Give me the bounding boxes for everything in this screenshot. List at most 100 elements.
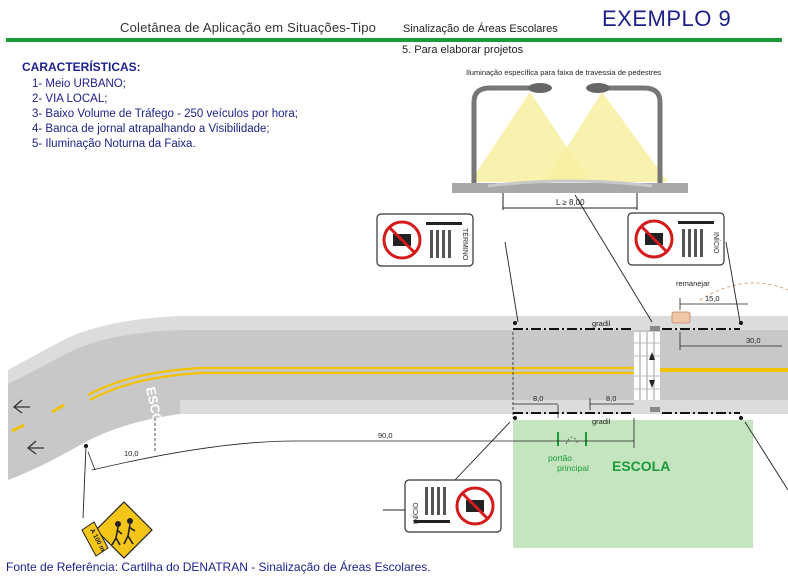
crosswalk — [634, 326, 660, 412]
road-shoulder-top — [8, 316, 788, 384]
sign-text-block — [431, 487, 434, 515]
dimension-label-30: 30,0 — [746, 336, 761, 345]
dimension-label-8b: 8,0 — [606, 394, 616, 403]
prohibition-slash-icon — [460, 491, 490, 521]
sign-start-text: INÍCIO — [712, 232, 721, 254]
lighting-caption: Iluminação específica para faixa de trav… — [466, 68, 661, 77]
sign-start-text-bottom: INÍCIO — [411, 502, 420, 524]
characteristic-item: 1- Meio URBANO; — [32, 78, 126, 90]
document-title: Coletânea de Aplicação em Situações-Tipo — [120, 20, 377, 35]
road-surface — [8, 316, 788, 480]
sign-text-block — [426, 222, 462, 225]
crosswalk-light-base — [650, 407, 660, 412]
dimension-label-90: 90,0 — [378, 431, 393, 440]
leader-lines — [82, 194, 788, 519]
characteristic-item: 3- Baixo Volume de Tráfego - 250 veículo… — [32, 108, 298, 120]
gate-post — [557, 432, 587, 446]
lamp-left — [528, 83, 552, 93]
sign-text-block — [448, 230, 451, 258]
dimensions — [87, 282, 788, 471]
railing-label-top: gradil — [592, 319, 611, 328]
pedestrian-figure-icon — [111, 526, 123, 546]
characteristic-item: 5- Iluminação Noturna da Faixa. — [32, 138, 196, 150]
sign-post-marker — [513, 321, 517, 325]
gate-label-line2: principal — [557, 463, 589, 473]
prohibition-slash-icon — [639, 224, 669, 254]
dimension-line-90 — [91, 440, 634, 471]
sign-text-block — [430, 230, 433, 258]
gate-label-line1: portão — [548, 453, 572, 463]
lighting-detail: Iluminação específica para faixa de trav… — [452, 68, 688, 210]
newsstand-icon — [671, 311, 691, 324]
school-warning-sign: A 100 m — [81, 501, 153, 559]
sign-text-block — [700, 229, 703, 257]
leader-line — [82, 445, 87, 519]
gate-swing-icon — [565, 436, 579, 445]
lamp-right — [586, 83, 610, 93]
sign-post-marker — [739, 416, 743, 420]
lighting-distance-label: L ≥ 8,00 — [556, 198, 585, 207]
example-word: EXEMPLO — [602, 6, 712, 31]
header-divider — [6, 38, 782, 42]
double-yellow-line — [87, 366, 640, 396]
pedestrian-figure-icon — [127, 518, 133, 524]
sign-text-block — [442, 230, 445, 258]
distance-plate — [81, 521, 109, 557]
sign-text-block — [414, 520, 450, 523]
sign-text-block — [678, 221, 714, 224]
school-area — [513, 420, 753, 548]
leader-line — [504, 241, 519, 323]
light-pole-left — [471, 85, 532, 185]
dashed-yellow-mark — [11, 423, 25, 433]
example-label: EXEMPLO 9 — [602, 6, 731, 32]
characteristic-item: 2- VIA LOCAL; — [32, 93, 108, 105]
sign-post-marker — [513, 416, 517, 420]
crosswalk-light-base — [650, 326, 660, 331]
lighting-road-section — [452, 183, 688, 193]
pedestrian-arrow-icon — [649, 380, 655, 388]
pedestrian-figure-icon — [115, 521, 121, 527]
characteristics-title: CARACTERÍSTICAS: — [22, 60, 141, 74]
example-number: 9 — [718, 6, 732, 31]
dimension-label-8a: 8,0 — [533, 394, 543, 403]
railing-label-bottom: gradil — [592, 417, 611, 426]
sign-start-school-zone-bottom: INÍCIO — [383, 479, 502, 533]
light-pole-right — [600, 85, 663, 185]
leader-line — [725, 241, 741, 323]
sign-text-block — [682, 229, 685, 257]
sign-text-block — [437, 487, 440, 515]
leader-line — [574, 194, 653, 323]
sign-text-block — [443, 487, 446, 515]
characteristic-item: 4- Banca de jornal atrapalhando a Visibi… — [32, 123, 270, 135]
light-beam-right — [545, 92, 668, 182]
sign-text-block — [436, 230, 439, 258]
characteristics-list: 1- Meio URBANO; 2- VIA LOCAL; 3- Baixo V… — [32, 77, 298, 152]
relocate-label: remanejar — [676, 279, 710, 288]
sign-end-school-zone: TÉRMINO — [376, 213, 474, 267]
document-subtitle: Sinalização de Áreas Escolares — [403, 23, 558, 35]
pedestrian-arrow-icon — [649, 352, 655, 360]
railings: gradil gradil — [513, 319, 740, 426]
sign-end-text: TÉRMINO — [461, 228, 470, 261]
leader-line — [454, 421, 511, 481]
dimension-label-15: 15,0 — [705, 294, 720, 303]
prohibition-slash-icon — [387, 225, 417, 255]
sign-text-block — [688, 229, 691, 257]
road-crown — [487, 179, 653, 188]
sign-text-block — [694, 229, 697, 257]
direction-arrow-icon — [26, 440, 44, 455]
leader-line — [744, 421, 788, 491]
dashed-yellow-mark — [51, 403, 65, 414]
direction-arrow-icon — [12, 399, 30, 414]
road: ESCOLA — [8, 316, 788, 480]
pedestrian-figure-icon — [123, 523, 136, 545]
double-yellow-line — [89, 371, 640, 401]
road-shoulder-bottom — [180, 400, 788, 414]
school-crossing-sign-icon — [95, 501, 153, 559]
sign-start-school-zone-top: INÍCIO — [627, 212, 725, 266]
sign-text-block — [425, 487, 428, 515]
dimension-extension — [87, 451, 96, 471]
step-label: 5. Para elaborar projetos — [402, 44, 524, 56]
dimension-label-10: 10,0 — [124, 449, 139, 458]
source-footnote: Fonte de Referência: Cartilha do DENATRA… — [6, 560, 431, 574]
